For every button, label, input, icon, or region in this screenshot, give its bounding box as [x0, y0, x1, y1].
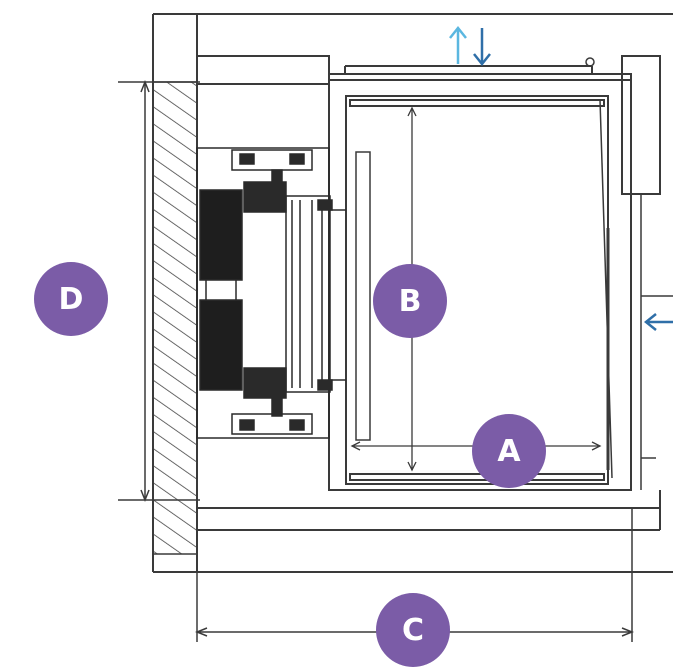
label-a-text: A	[497, 433, 521, 469]
label-badge-a: A	[472, 414, 546, 488]
hatched-wall	[152, 81, 198, 555]
up-arrow-icon	[449, 25, 467, 64]
up-down-arrows	[449, 25, 491, 67]
car-frame	[328, 65, 632, 491]
label-badge-b: B	[373, 264, 447, 338]
label-d-text: D	[58, 281, 84, 317]
label-c-text: C	[401, 612, 425, 648]
label-b-text: B	[398, 283, 422, 319]
car-cabin	[345, 95, 613, 485]
entry-arrow-icon	[643, 313, 673, 331]
door-rail	[585, 57, 673, 490]
label-badge-c: C	[376, 593, 450, 667]
drive-assembly	[196, 147, 346, 439]
dimension-d-line	[118, 79, 200, 503]
down-arrow-icon	[473, 28, 491, 67]
label-badge-d: D	[34, 262, 108, 336]
